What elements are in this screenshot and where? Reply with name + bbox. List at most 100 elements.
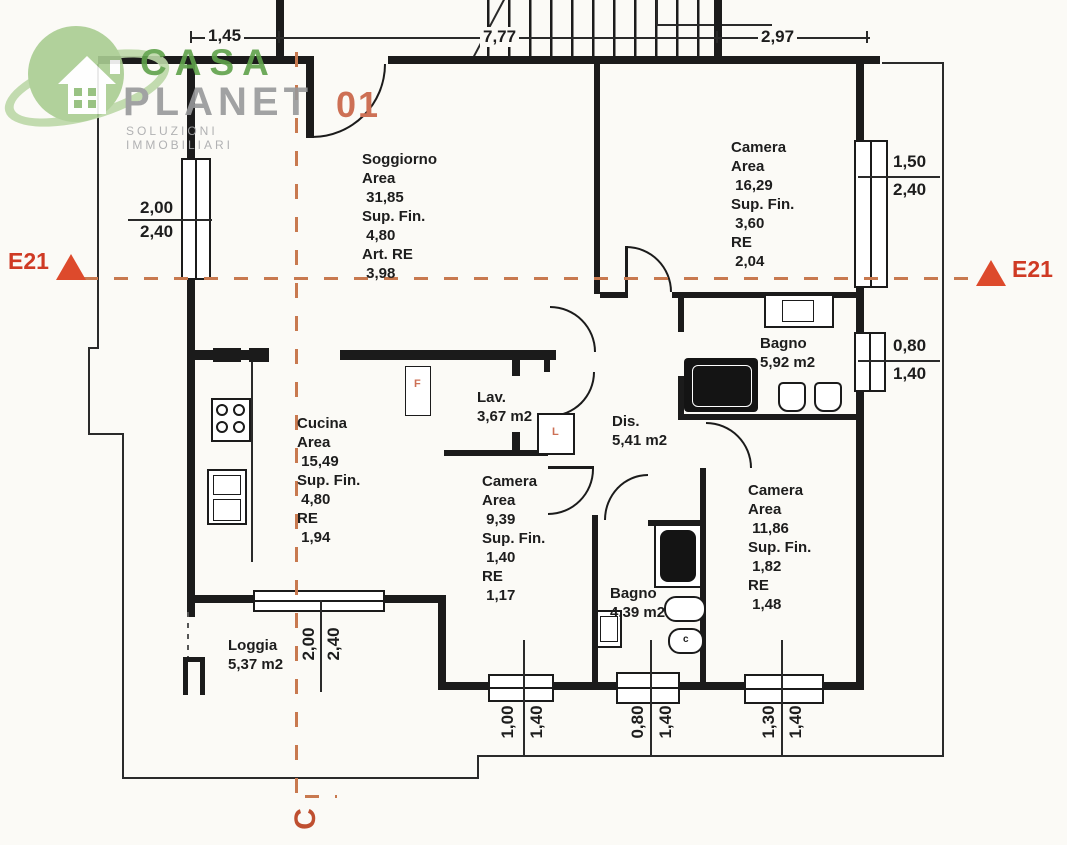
window-bottom-3 bbox=[744, 674, 824, 704]
room-label-camera-centrale: Camera Area 9,39 Sup. Fin. 1,40 RE 1,17 bbox=[482, 473, 546, 604]
fridge-label: F bbox=[414, 378, 421, 390]
dim-bottom-2-w: 0,80 bbox=[628, 705, 647, 739]
outline-left-mid bbox=[88, 347, 90, 435]
dim-line-top bbox=[190, 37, 870, 39]
wall-camera2-east bbox=[592, 515, 598, 682]
room-label-bagno-grande: Bagno 5,92 m2 bbox=[760, 335, 816, 371]
section-label-right: E21 bbox=[1012, 256, 1053, 282]
logo-brand-planet: PLANET bbox=[123, 80, 313, 124]
window-right-lower bbox=[854, 332, 886, 392]
kitchen-sink-bowl bbox=[213, 475, 241, 495]
stove-burner bbox=[233, 404, 245, 416]
window-glazing bbox=[490, 687, 552, 689]
dim-top-center: 7,77 bbox=[480, 27, 520, 47]
window-bottom-2 bbox=[616, 672, 680, 704]
bathtub-inner bbox=[692, 365, 752, 407]
casa-planet-logo: CASA PLANET SOLUZIONI IMMOBILIARI bbox=[0, 18, 330, 152]
bathroom2-bidet bbox=[668, 628, 704, 654]
shower-tray bbox=[660, 530, 696, 582]
house-window-pane bbox=[74, 100, 82, 108]
dim-tick bbox=[866, 31, 868, 43]
toilet bbox=[778, 382, 806, 412]
window-bottom-1 bbox=[488, 674, 554, 702]
room-label-camera-nord: Camera Area 16,29 Sup. Fin. 3,60 RE 2,04 bbox=[731, 139, 795, 270]
wall-bagno-south bbox=[678, 414, 862, 420]
room-label-cucina: Cucina Area 15,49 Sup. Fin. 4,80 RE 1,94 bbox=[297, 415, 361, 546]
room-label-disimpegno: Dis. 5,41 m2 bbox=[612, 413, 668, 449]
dim-top-right: 2,97 bbox=[758, 27, 798, 47]
loggia-dashed-boundary bbox=[187, 612, 189, 657]
section-label-left: E21 bbox=[8, 248, 49, 274]
wall-kitchen-bottom-left bbox=[187, 595, 253, 603]
plumbing-tee-upper bbox=[512, 350, 520, 376]
outline-left-upper bbox=[97, 64, 99, 349]
staircase bbox=[487, 0, 715, 58]
washing-machine bbox=[537, 413, 575, 455]
outline-step-1 bbox=[88, 347, 99, 349]
wall-soggiorno-camera bbox=[594, 64, 600, 294]
window-glazing bbox=[869, 334, 871, 390]
door-camera2-leaf bbox=[548, 466, 594, 469]
kitchen-sink-bowl bbox=[213, 499, 241, 521]
wall-top-main bbox=[388, 56, 880, 64]
door-lav-arc bbox=[550, 372, 595, 417]
house-icon-roof bbox=[58, 56, 116, 84]
wall-kitchen-north-b bbox=[340, 350, 444, 360]
wall-bottom-seg1 bbox=[438, 682, 490, 690]
loggia-pillar bbox=[183, 657, 205, 695]
stove-burner bbox=[233, 421, 245, 433]
wall-stair-right bbox=[714, 0, 722, 58]
bathroom2-washer-inner bbox=[600, 616, 618, 642]
outline-top-right bbox=[882, 62, 944, 64]
wall-camera3-west bbox=[700, 468, 706, 682]
outline-left-lower bbox=[122, 433, 124, 779]
bidet bbox=[814, 382, 842, 412]
dim-loggia-h: 2,40 bbox=[324, 627, 343, 661]
wall-entry-leaf bbox=[306, 56, 314, 138]
logo-planet-icon bbox=[28, 26, 124, 122]
wall-top-left bbox=[98, 56, 314, 64]
washing-machine-label: L bbox=[552, 426, 559, 438]
fridge bbox=[405, 366, 431, 416]
outline-bottom-left bbox=[122, 777, 479, 779]
dim-bar-bottom-1 bbox=[523, 640, 525, 755]
wall-left-mid bbox=[187, 276, 195, 360]
room-label-camera-sud: Camera Area 11,86 Sup. Fin. 1,82 RE 1,48 bbox=[748, 482, 812, 613]
kitchen-counter-edge bbox=[251, 362, 253, 562]
room-label-soggiorno: Soggiorno Area 31,85 Sup. Fin. 4,80 Art.… bbox=[362, 151, 437, 282]
dim-right-upper-h: 2,40 bbox=[890, 180, 930, 200]
outline-bottom-step bbox=[477, 755, 479, 779]
stove-burner bbox=[216, 421, 228, 433]
dim-left-window-w: 2,00 bbox=[137, 198, 177, 218]
dim-bottom-1-w: 1,00 bbox=[498, 705, 517, 739]
door-corridor-arc bbox=[550, 306, 596, 352]
house-window-pane bbox=[74, 88, 82, 96]
door-bagno2-arc bbox=[604, 474, 648, 520]
wall-corridor-top-a bbox=[600, 292, 628, 298]
wall-kitchen-bottom-right bbox=[381, 595, 444, 603]
dim-tick bbox=[190, 31, 192, 43]
plumbing-tee-lower bbox=[512, 432, 520, 456]
window-glazing bbox=[618, 687, 678, 689]
window-glazing bbox=[746, 688, 822, 690]
wall-stair-left bbox=[276, 0, 284, 58]
kitchen-wall-box-1 bbox=[213, 348, 241, 362]
dim-bottom-3-w: 1,30 bbox=[759, 705, 778, 739]
dim-bar-left-window bbox=[128, 219, 212, 221]
outline-step-2 bbox=[88, 433, 124, 435]
door-camera3-arc bbox=[706, 422, 752, 468]
wall-camera2-north bbox=[444, 450, 548, 456]
section-line-e21 bbox=[84, 277, 976, 280]
house-window-pane bbox=[88, 100, 96, 108]
wall-bagno-west-b bbox=[678, 376, 684, 420]
room-label-bagno-piccolo: Bagno 4,39 m2 bbox=[610, 585, 666, 621]
dim-bottom-2-h: 1,40 bbox=[656, 705, 675, 739]
dim-bottom-3-h: 1,40 bbox=[786, 705, 805, 739]
dim-right-lower-h: 1,40 bbox=[890, 364, 930, 384]
window-loggia bbox=[253, 590, 385, 612]
section-marker-triangle-left bbox=[56, 254, 86, 280]
wall-left-lower bbox=[187, 360, 195, 617]
house-icon-chimney bbox=[110, 60, 120, 74]
section-marker-triangle-right bbox=[976, 260, 1006, 286]
